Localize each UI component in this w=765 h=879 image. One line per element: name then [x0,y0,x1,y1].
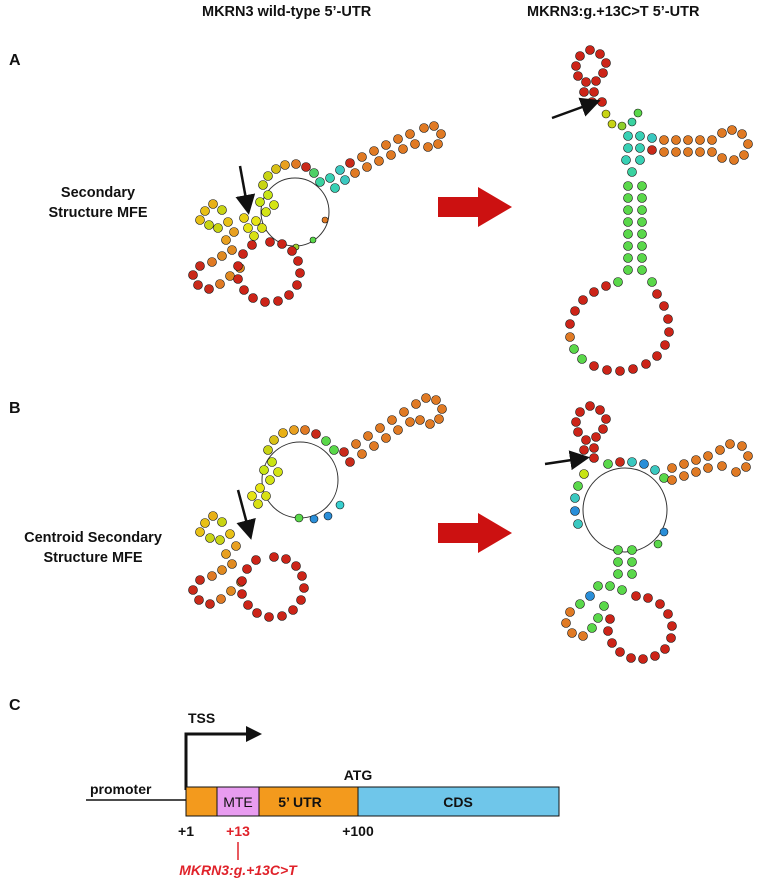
red-arrow-a [438,187,512,227]
rna-stem-b-wt-left [188,511,246,609]
cds-box [357,786,560,817]
arrow-a-wt [235,165,256,215]
gene-diagram: promoter TSS MTE 5’ UTR CDS ATG +1 +13 +… [86,710,560,878]
panel-letter-c: C [9,697,21,714]
row-label-a-line1: Secondary [60,185,136,201]
rna-stem-b-mut-center [605,545,637,595]
rna-loop-a-mut-bottom [565,277,674,376]
rna-arc-a-wt-outer [258,159,329,251]
position-plus1: +1 [178,823,194,839]
rna-structure-b-mutant [544,401,753,664]
variant-label: MKRN3:g.+13C>T [179,862,298,878]
rna-stem-b-wt-center [247,457,283,509]
atg-label: ATG [344,767,373,783]
rna-hairpin-a-mut-top [571,45,611,107]
rna-hairpin-b-mut-top [571,401,611,463]
arrow-b-mut [544,450,590,471]
rna-loop-b-mut-bottom [603,591,677,664]
rna-stem-a-wt-right [325,121,446,193]
row-label-a-line2: Structure MFE [48,205,148,221]
cds-label: CDS [443,794,473,810]
rna-structure-b-wild-type [188,393,447,622]
rna-structure-a-wild-type [188,121,446,307]
rna-stem-b-wt-right [339,393,447,467]
rna-stem-a-wt-center [239,190,279,241]
position-plus100: +100 [342,823,374,839]
rna-stem-a-wt-left [188,199,245,294]
rna-stem-a-mut-right [659,125,753,165]
column-title-wild-type: MKRN3 wild-type 5’-UTR [202,4,372,20]
utr-segment-start [185,786,218,817]
row-label-b-line1: Centroid Secondary [24,530,162,546]
rna-junction-a-mut [601,108,657,177]
red-arrow-b [438,513,512,553]
row-label-centroid-structure: Centroid Secondary Structure MFE [8,528,178,568]
tss-arrow-line [184,732,250,790]
rna-loop-b-wt-bottom [237,552,309,622]
rna-arc-b-wt-outer [263,425,345,524]
arrow-b-wt [236,489,256,540]
position-plus13: +13 [226,823,250,839]
tss-arrow-head [246,726,262,742]
panel-letter-b: B [9,400,21,417]
utr-label: 5’ UTR [278,794,322,810]
rna-stem-b-mut-left [561,581,609,641]
column-title-mutant: MKRN3:g.+13C>T 5’-UTR [527,4,700,20]
row-label-b-line2: Structure MFE [43,550,143,566]
promoter-label: promoter [90,781,152,797]
rna-stem-a-mut-center [623,181,647,275]
rna-stem-b-mut-right [667,439,753,485]
rna-loop-a-wt-bottom [233,237,305,307]
arrow-a-mut [551,97,601,120]
tss-label: TSS [188,710,215,726]
panel-letter-a: A [9,52,21,69]
rna-arc-b-mut-outer [570,457,669,549]
rna-structure-a-mutant [551,45,753,376]
mte-label: MTE [223,794,253,810]
row-label-secondary-structure: Secondary Structure MFE [28,183,168,223]
utr-box [258,786,359,817]
